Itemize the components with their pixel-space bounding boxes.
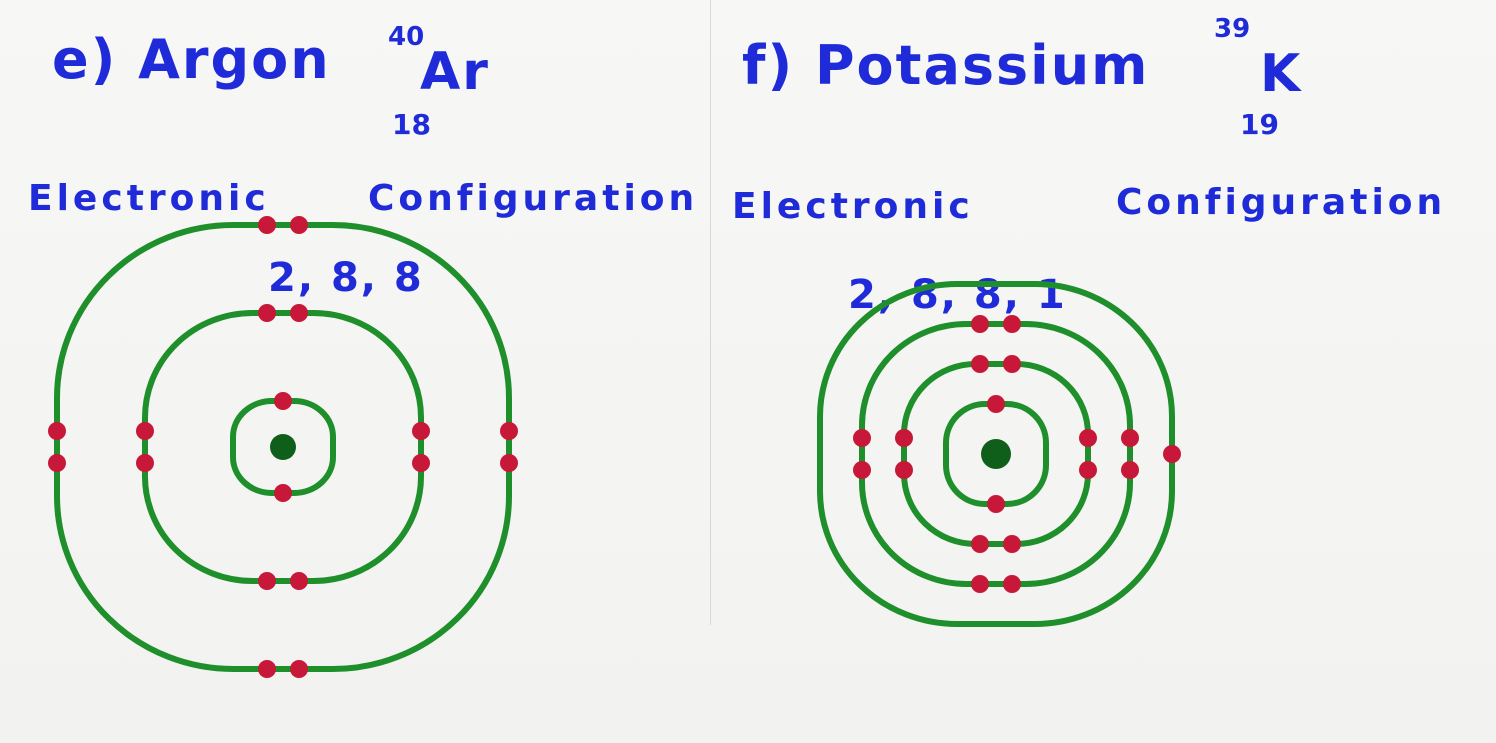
potassium-shell-2-electron [1003, 355, 1021, 373]
argon-shell-1-electron [274, 392, 292, 410]
potassium-shell-3-electron [971, 575, 989, 593]
argon-shell-3-electron [48, 422, 66, 440]
potassium-shell-2 [901, 361, 1091, 547]
potassium-shell-3-electron [853, 429, 871, 447]
potassium-shell-2-electron [971, 535, 989, 553]
argon-shell-3-electron [290, 660, 308, 678]
argon-panel: e) Argon 40 Ar 18 Electronic Configurati… [0, 0, 740, 743]
argon-shell-3-electron [48, 454, 66, 472]
potassium-shell-3 [859, 321, 1133, 587]
potassium-nucleus [981, 439, 1011, 469]
potassium-shell-3-electron [1003, 315, 1021, 333]
argon-nucleus [270, 434, 296, 460]
argon-heading-electronic: Electronic [28, 178, 270, 219]
potassium-atomic-number: 19 [1240, 108, 1279, 141]
argon-shell-2-electron [290, 572, 308, 590]
argon-shell-2-electron [136, 454, 154, 472]
potassium-shell-3-electron [853, 461, 871, 479]
potassium-shell-2-electron [1003, 535, 1021, 553]
argon-shell-3 [54, 222, 512, 672]
argon-shell-2 [142, 310, 424, 584]
argon-configuration: 2, 8, 8 [268, 255, 424, 301]
potassium-shell-3-electron [971, 315, 989, 333]
potassium-title: f) Potassium [742, 34, 1150, 97]
potassium-shell-3-electron [1003, 575, 1021, 593]
potassium-shell-3-electron [1121, 461, 1139, 479]
argon-shell-1-electron [274, 484, 292, 502]
argon-shell-2-electron [258, 572, 276, 590]
argon-shell-2-electron [290, 304, 308, 322]
argon-shell-3-electron [258, 660, 276, 678]
panel-divider [710, 0, 711, 625]
potassium-shell-2-electron [895, 429, 913, 447]
potassium-symbol: K [1260, 44, 1303, 104]
argon-shell-2-electron [412, 454, 430, 472]
potassium-mass-number: 39 [1214, 14, 1251, 44]
potassium-panel: f) Potassium 39 K 19 Electronic Configur… [720, 0, 1460, 743]
argon-mass-number: 40 [388, 22, 425, 52]
potassium-shell-2-electron [895, 461, 913, 479]
potassium-shell-1-electron [987, 395, 1005, 413]
argon-shell-3-electron [500, 422, 518, 440]
argon-bohr-diagram [48, 216, 518, 678]
potassium-shell-4-electron [1163, 445, 1181, 463]
potassium-shell-1-electron [987, 495, 1005, 513]
potassium-shell-3-electron [1121, 429, 1139, 447]
potassium-shell-2-electron [1079, 461, 1097, 479]
argon-shell-3-electron [500, 454, 518, 472]
argon-symbol: Ar [420, 42, 490, 102]
potassium-shell-2-electron [971, 355, 989, 373]
potassium-shell-2-electron [1079, 429, 1097, 447]
argon-shell-3-electron [258, 216, 276, 234]
potassium-heading-electronic: Electronic [732, 186, 974, 227]
argon-shell-2-electron [412, 422, 430, 440]
potassium-heading-configuration: Configuration [1116, 182, 1447, 223]
argon-shell-2-electron [258, 304, 276, 322]
argon-shell-3-electron [290, 216, 308, 234]
argon-title: e) Argon [52, 28, 331, 91]
argon-heading-configuration: Configuration [368, 178, 699, 219]
argon-atomic-number: 18 [392, 108, 431, 141]
potassium-bohr-diagram [817, 281, 1181, 627]
potassium-configuration: 2, 8, 8, 1 [848, 272, 1067, 318]
argon-shell-2-electron [136, 422, 154, 440]
